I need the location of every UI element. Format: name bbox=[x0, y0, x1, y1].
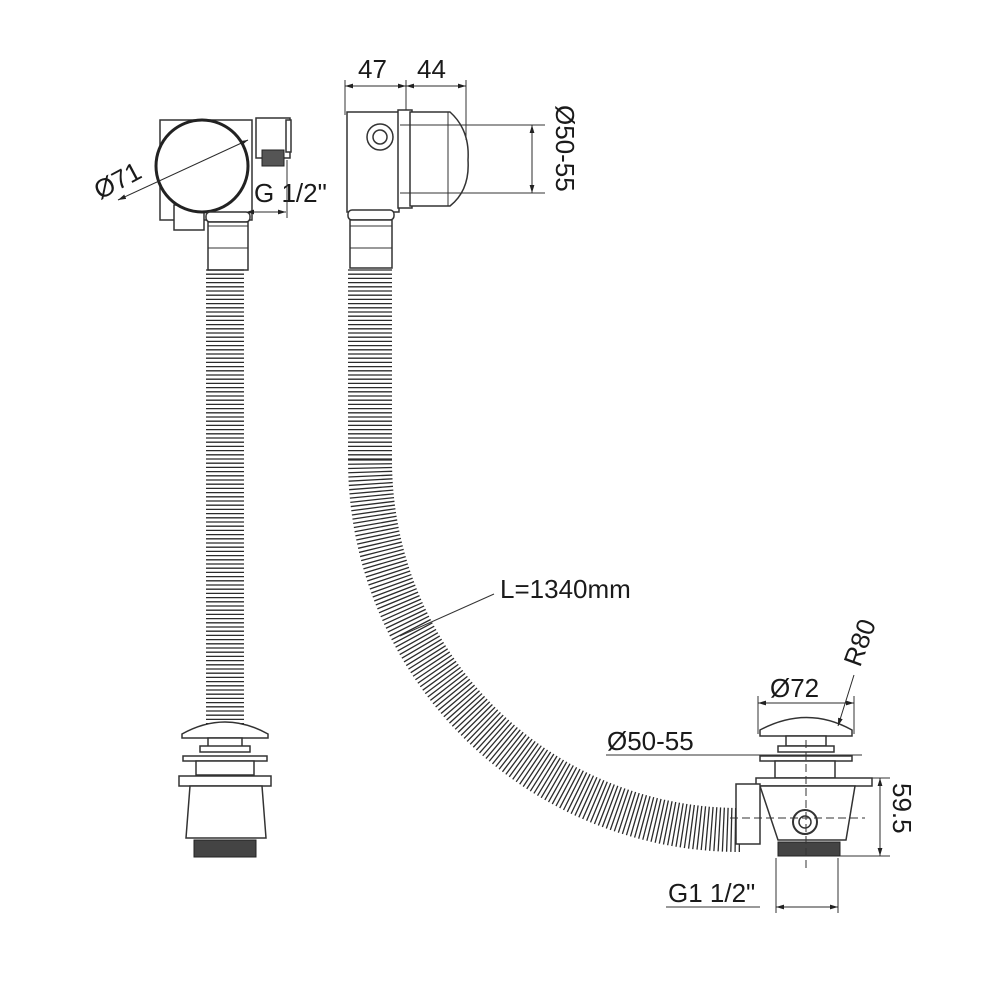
left-assembly: Ø71 G 1/2" bbox=[89, 117, 327, 858]
label-waste-thread: G1 1/2" bbox=[668, 878, 755, 908]
label-waste-height: 59.5 bbox=[887, 783, 917, 834]
label-overflow-thread: G 1/2" bbox=[254, 178, 327, 208]
overflow-circle bbox=[154, 118, 250, 214]
label-waste-hole: Ø50-55 bbox=[607, 726, 694, 756]
dim-waste-thread: G1 1/2" bbox=[666, 858, 839, 913]
right-curved-hose bbox=[348, 269, 741, 853]
dim-waste-height: 59.5 bbox=[840, 777, 917, 857]
label-overflow-depth-a: 47 bbox=[358, 54, 387, 84]
dim-cap-radius: R80 bbox=[837, 615, 882, 727]
label-overflow-hole: Ø50-55 bbox=[550, 105, 580, 192]
right-assembly: 47 44 Ø50-55 L=1340mm Ø72 R80 Ø50-55 bbox=[344, 54, 917, 913]
dim-overflow-thread: G 1/2" bbox=[246, 160, 327, 218]
dim-overflow-depth: 47 44 bbox=[344, 54, 467, 140]
left-waste-plug bbox=[178, 721, 272, 858]
right-overflow-housing bbox=[346, 109, 469, 269]
dim-cap-diameter: Ø72 bbox=[757, 673, 855, 734]
label-cap-diameter: Ø72 bbox=[770, 673, 819, 703]
label-hose-length: L=1340mm bbox=[500, 574, 631, 604]
dim-waste-hole: Ø50-55 bbox=[606, 726, 862, 756]
left-vertical-hose bbox=[206, 269, 244, 729]
right-waste-body bbox=[730, 716, 873, 870]
label-overflow-diameter: Ø71 bbox=[89, 156, 146, 206]
label-overflow-depth-b: 44 bbox=[417, 54, 446, 84]
label-cap-radius: R80 bbox=[837, 615, 882, 670]
dim-hose-length: L=1340mm bbox=[399, 574, 631, 637]
dim-overflow-hole: Ø50-55 bbox=[400, 105, 580, 194]
